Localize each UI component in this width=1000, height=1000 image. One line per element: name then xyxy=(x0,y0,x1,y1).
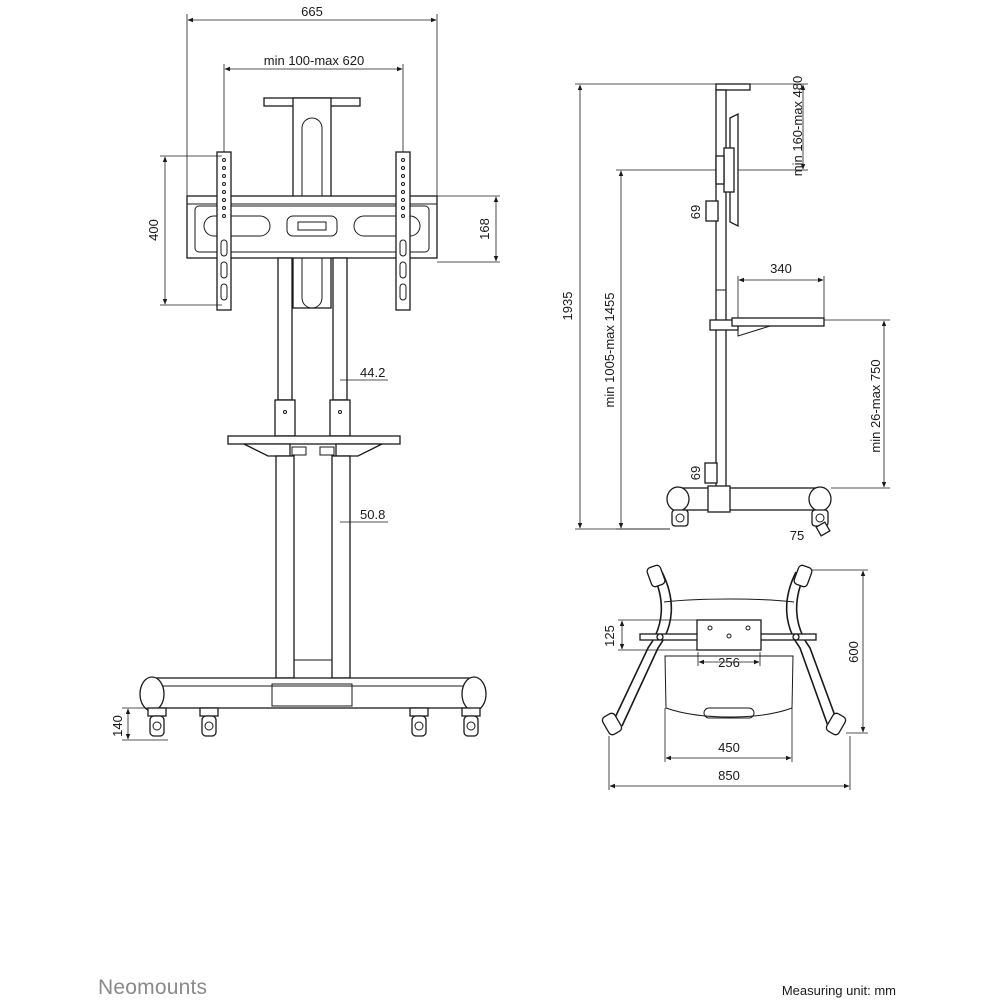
caster-front-1 xyxy=(147,707,167,737)
brand-logo: Neomounts xyxy=(98,976,208,999)
dim-inner-width: 450 xyxy=(664,708,793,762)
dim-label-450: 450 xyxy=(718,740,740,755)
dim-overall-width: 665 xyxy=(186,4,438,196)
bracket-holes-left xyxy=(220,158,228,301)
dim-label-shelf-height: min 26-max 750 xyxy=(868,359,883,452)
dim-top-adjust: min 160-max 480 xyxy=(738,76,808,176)
callout-lower-pole: 50.8 xyxy=(340,507,388,523)
dim-label-camera-69: 69 xyxy=(688,205,703,219)
dim-label-lower-69: 69 xyxy=(688,466,703,480)
dim-crossbar-height: 168 xyxy=(437,195,500,263)
dim-label-168: 168 xyxy=(477,218,492,240)
dim-vesa-height: 400 xyxy=(146,155,222,306)
dim-total-height: 1935 xyxy=(560,83,716,530)
dim-label-75: 75 xyxy=(790,528,804,543)
dim-label-400: 400 xyxy=(146,219,161,241)
measuring-unit-note: Measuring unit: mm xyxy=(781,983,896,998)
dim-vesa-width: min 100-max 620 xyxy=(223,53,404,152)
dim-shelf-depth: 340 xyxy=(737,261,825,318)
dim-label-mount-height: min 1005-max 1455 xyxy=(602,293,617,408)
side-view: 1935 min 1005-max 1455 min 160-max 480 6… xyxy=(560,76,890,543)
dim-label-340: 340 xyxy=(770,261,792,276)
dim-label-top-adjust: min 160-max 480 xyxy=(790,76,805,176)
dim-mount-height: min 1005-max 1455 xyxy=(602,169,716,530)
dim-label-665: 665 xyxy=(301,4,323,19)
dim-base-height: 140 xyxy=(110,707,168,741)
dim-label-850: 850 xyxy=(718,768,740,783)
dim-bracket-depth: 125 xyxy=(602,619,697,651)
dim-label-1935: 1935 xyxy=(560,292,575,321)
callout-wheel: 75 xyxy=(790,521,831,543)
dim-outer-width: 850 xyxy=(608,736,851,790)
caster-front-2 xyxy=(199,707,219,737)
caster-front-3 xyxy=(409,707,429,737)
caster-front-4 xyxy=(461,707,481,737)
dim-shelf-height: min 26-max 750 xyxy=(824,319,890,489)
callout-upper-pole: 44.2 xyxy=(340,365,388,381)
bracket-holes-right xyxy=(399,158,407,301)
dim-label-125: 125 xyxy=(602,625,617,647)
front-view: 665 min 100-max 620 400 168 44.2 xyxy=(110,4,500,741)
dim-label-50-8: 50.8 xyxy=(360,507,385,522)
top-view: 125 256 600 450 850 xyxy=(601,564,868,790)
dim-label-44-2: 44.2 xyxy=(360,365,385,380)
dim-label-vesa-width: min 100-max 620 xyxy=(264,53,364,68)
dim-label-600: 600 xyxy=(846,641,861,663)
dim-label-256: 256 xyxy=(718,655,740,670)
dim-base-depth: 600 xyxy=(812,569,868,734)
dim-label-140: 140 xyxy=(110,715,125,737)
dim-shelf-width: 256 xyxy=(697,652,761,670)
